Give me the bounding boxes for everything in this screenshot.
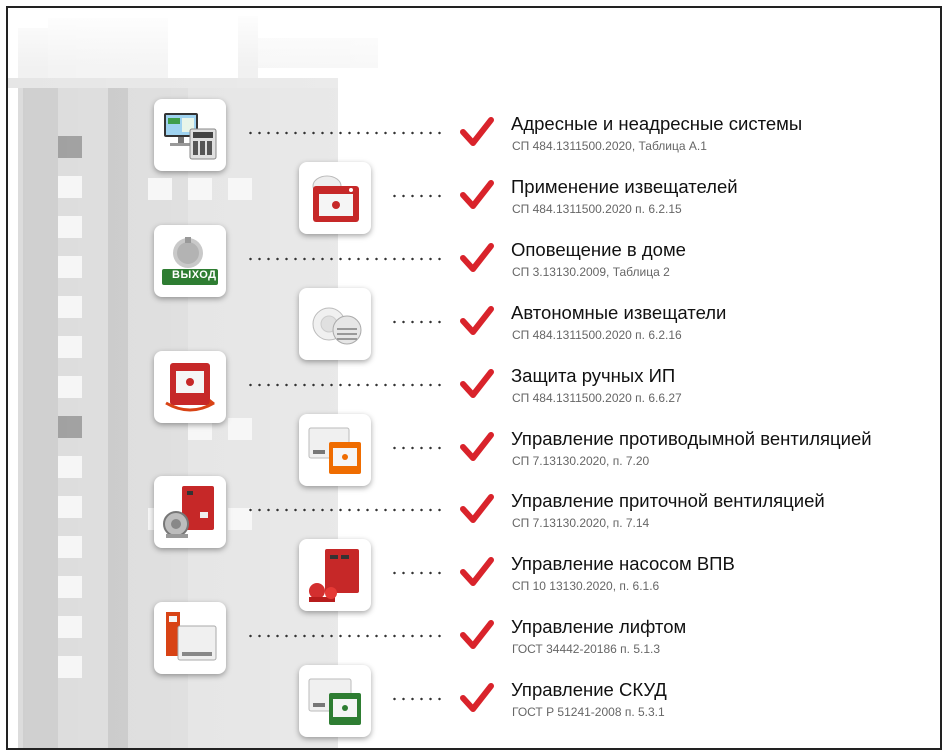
protected-call-point-icon (154, 351, 226, 423)
item-reference: ГОСТ Р 51241-2008 п. 5.3.1 (512, 705, 665, 719)
siren-exit-sign-icon: ВЫХОД (154, 225, 226, 297)
check-icon (460, 620, 494, 649)
dotted-leader (246, 508, 446, 512)
item-reference: СП 484.1311500.2020 п. 6.6.27 (512, 391, 682, 405)
item-title: Защита ручных ИП (511, 365, 676, 386)
dotted-leader (390, 320, 446, 324)
check-icon (460, 432, 494, 461)
check-icon (460, 243, 494, 272)
item-title: Оповещение в доме (511, 239, 686, 260)
manual-call-point-icon (299, 162, 371, 234)
item-reference: СП 3.13130.2009, Таблица 2 (512, 265, 670, 279)
list-item: Управление противодымной вентиляцией СП … (8, 414, 940, 496)
requirements-list: Адресные и неадресные системы СП 484.131… (8, 8, 940, 748)
access-control-icon (299, 665, 371, 737)
dotted-leader (246, 257, 446, 261)
item-title: Управление приточной вентиляцией (511, 490, 825, 511)
item-title: Адресные и неадресные системы (511, 113, 803, 134)
list-item: Защита ручных ИП СП 484.1311500.2020 п. … (8, 351, 940, 433)
item-title: Управление противодымной вентиляцией (511, 428, 872, 449)
item-reference: СП 10 13130.2020, п. 6.1.6 (512, 579, 660, 593)
item-reference: СП 7.13130.2020, п. 7.20 (512, 454, 650, 468)
item-title: Автономные извещатели (511, 302, 727, 323)
dotted-leader (390, 194, 446, 198)
supply-fan-cabinet-icon (154, 476, 226, 548)
check-icon (460, 180, 494, 209)
item-reference: ГОСТ 34442-20186 п. 5.1.3 (512, 642, 661, 656)
control-panel-icon (154, 99, 226, 171)
dotted-leader (246, 383, 446, 387)
list-item: Управление лифтом ГОСТ 34442-20186 п. 5.… (8, 602, 940, 684)
list-item: Управление насосом ВПВ СП 10 13130.2020,… (8, 539, 940, 621)
item-title: Управление лифтом (511, 616, 687, 637)
check-icon (460, 117, 494, 146)
check-icon (460, 557, 494, 586)
dotted-leader (390, 446, 446, 450)
item-title: Применение извещателей (511, 176, 738, 197)
item-title: Управление насосом ВПВ (511, 553, 735, 574)
item-reference: СП 484.1311500.2020 п. 6.2.15 (512, 202, 682, 216)
list-item: ВЫХОД Оповещение в доме СП 3.13130.2009,… (8, 225, 940, 307)
infographic-frame: Адресные и неадресные системы СП 484.131… (6, 6, 942, 750)
dotted-leader (390, 697, 446, 701)
check-icon (460, 494, 494, 523)
check-icon (460, 683, 494, 712)
item-reference: СП 484.1311500.2020 п. 6.2.16 (512, 328, 682, 342)
smoke-detector-icon (299, 288, 371, 360)
dotted-leader (390, 571, 446, 575)
list-item: Управление СКУД ГОСТ Р 51241-2008 п. 5.3… (8, 665, 940, 747)
dotted-leader (246, 131, 446, 135)
list-item: Адресные и неадресные системы СП 484.131… (8, 99, 940, 181)
check-icon (460, 306, 494, 335)
pump-cabinet-icon (299, 539, 371, 611)
list-item: Применение извещателей СП 484.1311500.20… (8, 162, 940, 244)
list-item: Автономные извещатели СП 484.1311500.202… (8, 288, 940, 370)
check-icon (460, 369, 494, 398)
item-reference: СП 7.13130.2020, п. 7.14 (512, 516, 650, 530)
item-title: Управление СКУД (511, 679, 667, 700)
exit-sign-text: ВЫХОД (172, 269, 217, 281)
item-reference: СП 484.1311500.2020, Таблица А.1 (512, 139, 707, 153)
dotted-leader (246, 634, 446, 638)
elevator-control-icon (154, 602, 226, 674)
list-item: Управление приточной вентиляцией СП 7.13… (8, 476, 940, 558)
smoke-vent-control-icon (299, 414, 371, 486)
